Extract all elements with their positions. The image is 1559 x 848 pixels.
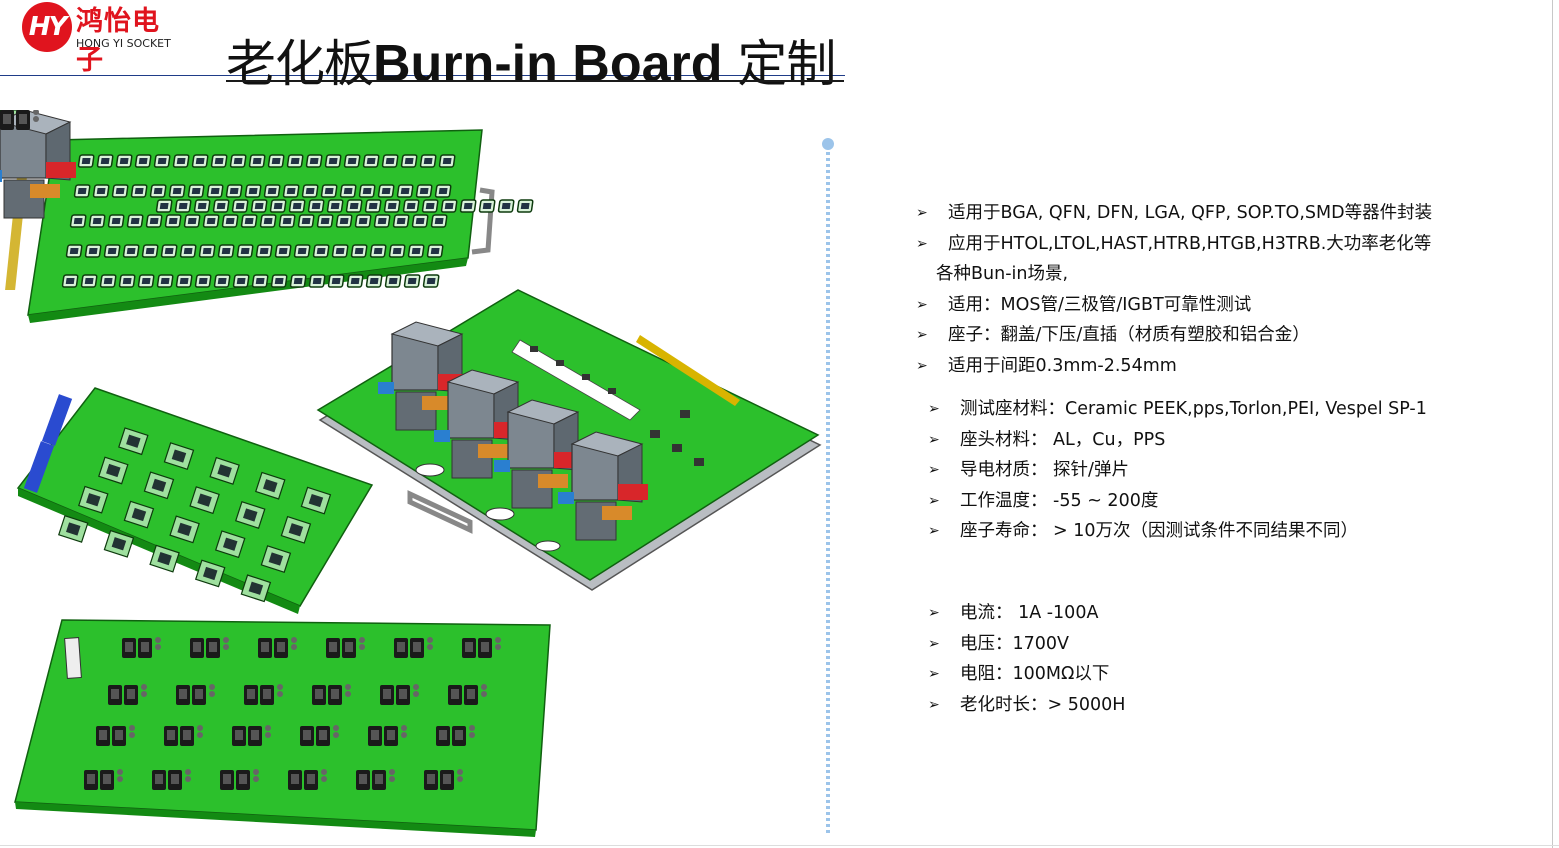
feature-item: ➢座子：翻盖/下压/直插（材质有塑胶和铝合金） [916, 320, 1432, 351]
electrical-item: ➢老化时长：> 5000H [928, 690, 1125, 721]
header-rule [0, 75, 845, 76]
material-item: ➢导电材质： 探针/弹片 [928, 455, 1427, 486]
electrical-spec-list: ➢电流： 1A -100A ➢电压：1700V ➢电阻：100MΩ以下 ➢老化时… [928, 598, 1125, 720]
board-top-left [0, 110, 533, 323]
board-bottom-left [0, 110, 551, 837]
arrow-bullet-icon: ➢ [916, 296, 928, 313]
arrow-bullet-icon: ➢ [928, 523, 940, 539]
arrow-bullet-icon: ➢ [916, 327, 928, 343]
arrow-bullet-icon: ➢ [928, 696, 940, 713]
slide-bottom-border [0, 845, 1559, 846]
page-title: 老化板Burn-in Board 定制 [226, 24, 836, 96]
material-list: ➢测试座材料：Ceramic PEEK,pps,Torlon,PEI, Vesp… [928, 394, 1427, 547]
arrow-bullet-icon: ➢ [928, 635, 940, 652]
arrow-bullet-icon: ➢ [916, 357, 928, 374]
company-logo: HY 鸿怡电子 HONG YI SOCKET [22, 2, 182, 76]
brand-name-cn: 鸿怡电子 [76, 6, 160, 76]
material-item: ➢工作温度： -55 ~ 200度 [928, 486, 1427, 517]
title-cn-suffix: 定制 [722, 35, 836, 93]
arrow-bullet-icon: ➢ [928, 431, 940, 448]
feature-list: ➢适用于BGA, QFN, DFN, LGA, QFP, SOP.TO,SMD等… [916, 198, 1432, 381]
slide-right-border [1552, 0, 1553, 848]
board-center-large [0, 110, 822, 591]
vertical-divider [826, 146, 830, 836]
arrow-bullet-icon: ➢ [928, 605, 940, 621]
burn-in-board-illustrations [0, 110, 822, 837]
electrical-item: ➢电压：1700V [928, 629, 1125, 660]
feature-item: ➢适用于间距0.3mm-2.54mm [916, 351, 1432, 382]
board-middle-left [0, 110, 374, 614]
divider-dot [822, 138, 834, 150]
electrical-item: ➢电阻：100MΩ以下 [928, 659, 1125, 690]
material-item: ➢座头材料： AL，Cu，PPS [928, 425, 1427, 456]
arrow-bullet-icon: ➢ [916, 205, 928, 221]
material-item: ➢座子寿命： > 10万次（因测试条件不同结果不同） [928, 516, 1427, 547]
arrow-bullet-icon: ➢ [916, 235, 928, 252]
arrow-bullet-icon: ➢ [928, 492, 940, 509]
arrow-bullet-icon: ➢ [928, 401, 940, 417]
title-cn-prefix: 老化板 [226, 35, 374, 93]
brand-name-en: HONG YI SOCKET [76, 37, 171, 50]
material-item: ➢测试座材料：Ceramic PEEK,pps,Torlon,PEI, Vesp… [928, 394, 1427, 425]
title-en: Burn-in Board [373, 35, 723, 93]
feature-item: ➢应用于HTOL,LTOL,HAST,HTRB,HTGB,H3TRB.大功率老化… [916, 229, 1432, 290]
electrical-item: ➢电流： 1A -100A [928, 598, 1125, 629]
hy-logo-icon: HY [22, 2, 72, 52]
feature-item: ➢适用于BGA, QFN, DFN, LGA, QFP, SOP.TO,SMD等… [916, 198, 1432, 229]
feature-item: ➢适用：MOS管/三极管/IGBT可靠性测试 [916, 290, 1432, 321]
arrow-bullet-icon: ➢ [928, 462, 940, 478]
arrow-bullet-icon: ➢ [928, 666, 940, 682]
title-underline [226, 80, 844, 82]
